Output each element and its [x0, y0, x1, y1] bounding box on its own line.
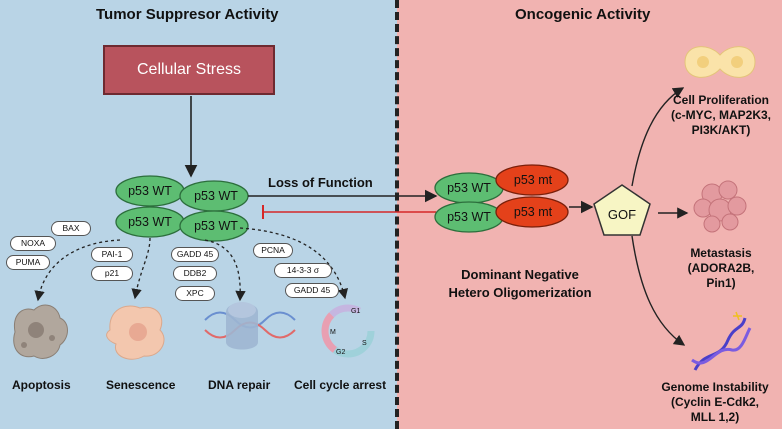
dominant-negative-label: Dominant Negative Hetero Oligomerization [440, 266, 600, 302]
cycle-s-label: S [362, 340, 367, 347]
p53-wt-label: p53 WT [194, 189, 238, 203]
gene-pill-ddb2: DDB2 [173, 266, 217, 281]
p53-wt-label: p53 WT [128, 184, 172, 198]
tumor-suppressor-heading: Tumor Suppresor Activity [96, 6, 279, 23]
panel-divider [395, 0, 399, 429]
senescence-arrow [131, 237, 151, 300]
p53-mt-label: p53 mt [514, 173, 553, 187]
gof-pentagon [593, 184, 651, 236]
p53-wt-label: p53 WT [447, 181, 491, 195]
p53-mt-label: p53 mt [514, 205, 553, 219]
outcome-senescence: Senescence [106, 378, 176, 392]
dominant-negative-line2: Hetero Oligomerization [448, 285, 592, 300]
p53-wt-label: p53 WT [128, 215, 172, 229]
outcome-dna-repair: DNA repair [208, 378, 271, 392]
p53-wt-label: p53 WT [194, 219, 238, 233]
gene-pill-xpc: XPC [175, 286, 215, 301]
gene-pill-pcna: PCNA [253, 243, 293, 258]
cycle-g1-label: G1 [351, 308, 360, 315]
apoptosis-arrow [34, 239, 121, 302]
cycle-g2-label: G2 [336, 349, 345, 356]
dominant-negative-line1: Dominant Negative [461, 267, 579, 282]
metastatic-cell-icon [693, 180, 747, 233]
instability-label: Genome Instability (Cyclin E-Cdk2, MLL 1… [652, 380, 778, 425]
instability-line1: Genome Instability [661, 380, 769, 394]
gene-pill-gadd45: GADD 45 [171, 247, 219, 262]
cellular-stress-box: Cellular Stress [103, 45, 275, 95]
cell-cycle-icon: G1 S G2 M [321, 304, 375, 358]
proliferation-label: Cell Proliferation (c-MYC, MAP2K3, PI3K/… [660, 93, 782, 138]
dividing-cell-icon [684, 46, 756, 78]
cycle-m-label: M [330, 329, 336, 336]
gof-label: GOF [608, 207, 636, 222]
dna-helix-icon [691, 311, 752, 371]
apoptotic-cell-icon [13, 304, 68, 359]
gene-pill-p21: p21 [91, 266, 133, 281]
gene-pill-bax: BAX [51, 221, 91, 236]
cell-cycle-arrow [239, 227, 348, 300]
outcome-cell-cycle-arrest: Cell cycle arrest [294, 378, 387, 392]
outcome-apoptosis: Apoptosis [12, 378, 71, 392]
proliferation-line2: (c-MYC, MAP2K3, [670, 108, 771, 122]
metastasis-line3: Pin1) [706, 276, 736, 290]
p53-wt-tetramer: p53 WT p53 WT p53 WT p53 WT [115, 175, 249, 242]
proliferation-line1: Cell Proliferation [672, 93, 770, 107]
instability-arrow [631, 235, 686, 346]
gene-pill-14-3-3-sigma: 14-3-3 σ [274, 263, 332, 278]
gene-pill-noxa: NOXA [10, 236, 56, 251]
proliferation-arrow [631, 87, 685, 187]
dna-repair-icon [204, 302, 296, 350]
metastasis-line1: Metastasis [690, 246, 752, 260]
loss-of-function-label: Loss of Function [268, 175, 373, 190]
senescent-cell-icon [106, 305, 165, 360]
p53-wt-label: p53 WT [447, 210, 491, 224]
gene-pill-gadd45: GADD 45 [285, 283, 339, 298]
instability-line2: (Cyclin E-Cdk2, [670, 395, 760, 409]
proliferation-line3: PI3K/AKT) [691, 123, 751, 137]
gene-pill-pai1: PAI-1 [91, 247, 133, 262]
instability-line3: MLL 1,2) [690, 410, 740, 424]
p53-mutant-tetramer: p53 WT p53 WT p53 mt p53 mt [434, 164, 569, 233]
metastasis-line2: (ADORA2B, [687, 261, 755, 275]
metastasis-label: Metastasis (ADORA2B, Pin1) [664, 246, 778, 291]
oncogenic-heading: Oncogenic Activity [515, 6, 651, 23]
dna-repair-arrow [204, 239, 246, 302]
gene-pill-puma: PUMA [6, 255, 50, 270]
